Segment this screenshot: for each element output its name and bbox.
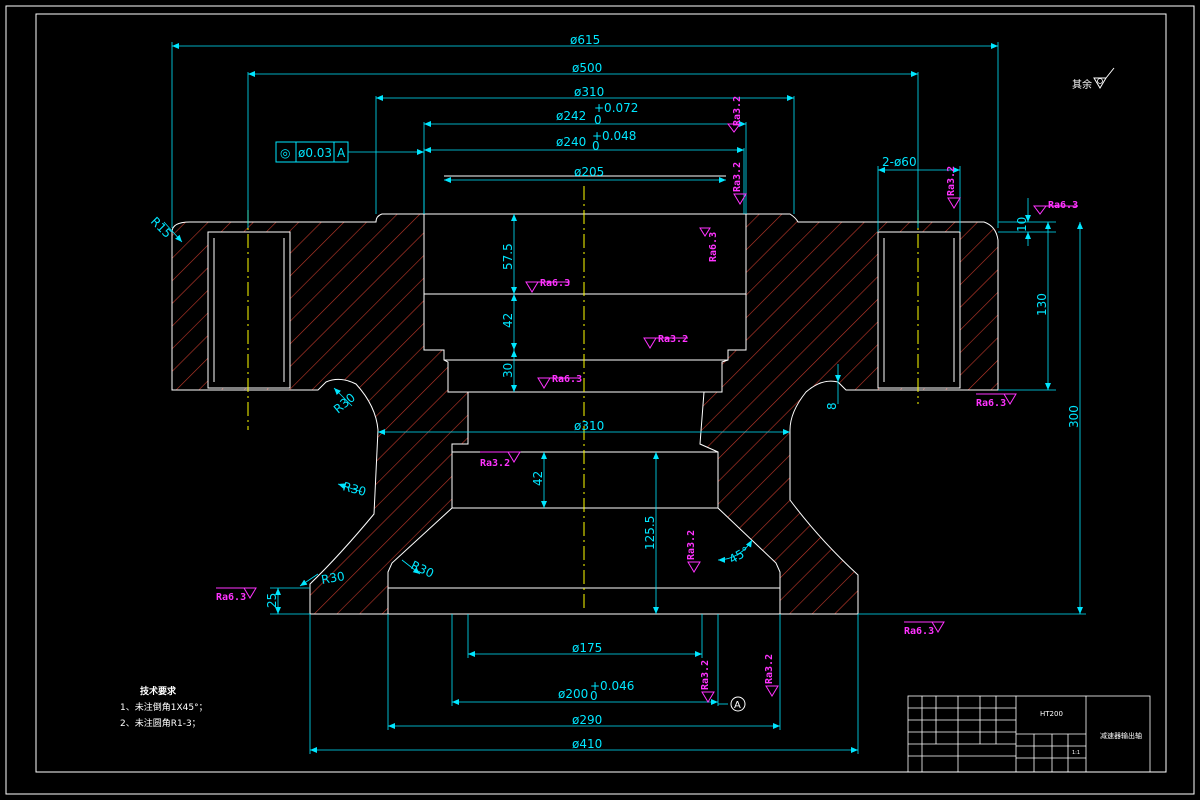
dim-r30-b: R30 [341, 479, 367, 499]
tech-req-title: 技术要求 [140, 685, 177, 697]
outer-frame [5, 5, 1195, 795]
left-bolt-hole [207, 231, 291, 389]
roughness-ra63-vert: Ra6.3 [708, 232, 719, 262]
technical-requirements: 技术要求 1、未注倒角1X45°； 2、未注圆角R1-3； [120, 685, 208, 729]
datum-a-symbol: A [730, 696, 746, 712]
dimension-lines [163, 42, 1086, 754]
tech-req-item-1: 1、未注倒角1X45°； [120, 701, 208, 713]
roughness-ra32-a: Ra3.2 [732, 96, 743, 126]
dim-d410: ø410 [572, 737, 602, 751]
dim-r15: R15 [148, 214, 175, 241]
title-block-scale: 1:1 [1072, 750, 1080, 756]
dim-d240: ø240 [556, 135, 586, 149]
dim-d615: ø615 [570, 33, 600, 47]
dim-130: 130 [1035, 293, 1049, 316]
dim-r30-d: R30 [409, 558, 436, 581]
dim-25: 25 [265, 593, 279, 608]
part-section [171, 175, 999, 615]
centerlines [247, 186, 919, 612]
dim-d200-tol0: 0 [590, 689, 598, 703]
roughness-ra63-bottom: Ra6.3 [904, 626, 934, 637]
inner-frame [35, 13, 1167, 773]
dim-42-top: 42 [501, 313, 515, 328]
concentricity-symbol: ◎ [280, 146, 290, 160]
dim-d290: ø290 [572, 713, 602, 727]
dim-d500: ø500 [572, 61, 602, 75]
title-block-material: HT200 [1040, 710, 1063, 718]
dim-d310-mid: ø310 [574, 419, 604, 433]
roughness-ra63-left: Ra6.3 [540, 278, 570, 289]
geometric-tolerance-frame: ◎ ø0.03 A [275, 141, 349, 163]
roughness-ra32-bottom-a: Ra3.2 [700, 660, 711, 690]
roughness-symbols: Ra3.2 Ra3.2 Ra3.2 Ra6.3 Ra6.3 Ra6.3 Ra3.… [216, 96, 1078, 703]
dim-angle-45: 45° [727, 544, 752, 567]
roughness-ra63-right: Ra6.3 [976, 398, 1006, 409]
dim-r30-c: R30 [320, 569, 346, 587]
title-block [907, 695, 1151, 773]
roughness-ra32-right-small: Ra3.2 [946, 166, 957, 196]
roughness-ra32-mid: Ra3.2 [658, 334, 688, 345]
roughness-ra32-lower-left: Ra3.2 [480, 458, 510, 469]
dim-10: 10 [1015, 217, 1029, 232]
dim-holes-2-60: 2-ø60 [882, 155, 917, 169]
dim-d310-top: ø310 [574, 85, 604, 99]
roughness-ra63-mid: Ra6.3 [552, 374, 582, 385]
dim-d205: ø205 [574, 165, 604, 179]
dim-d240-tol: +0.048 [592, 129, 636, 143]
dim-d240-tol0: 0 [592, 139, 600, 153]
dim-d242: ø242 [556, 109, 586, 123]
right-bolt-hole [877, 231, 961, 389]
dim-d200: ø200 [558, 687, 588, 701]
dim-d200-tol: +0.046 [590, 679, 634, 693]
dim-d175: ø175 [572, 641, 602, 655]
title-block-name: 减速器输出轴 [1100, 731, 1142, 740]
dim-125-5: 125.5 [643, 516, 657, 550]
roughness-ra32-bottom-b: Ra3.2 [764, 654, 775, 684]
dim-r30-a: R30 [331, 390, 358, 416]
dim-8: 8 [825, 402, 839, 410]
dim-57-5: 57.5 [501, 243, 515, 270]
dim-d242-tol: +0.072 [594, 101, 638, 115]
dim-300: 300 [1067, 405, 1081, 428]
tolerance-value: ø0.03 [298, 146, 332, 160]
dimension-text: ø615 ø500 ø310 ø242 +0.072 0 ø240 +0.048… [148, 33, 1081, 751]
roughness-ra32-lower-vert: Ra3.2 [686, 530, 697, 560]
roughness-ra32-b: Ra3.2 [732, 162, 743, 192]
tech-req-item-2: 2、未注圆角R1-3； [120, 717, 201, 729]
dim-42-mid: 42 [531, 471, 545, 486]
dim-30: 30 [501, 363, 515, 378]
general-roughness-note: 其余 [1072, 67, 1115, 91]
tolerance-datum: A [337, 146, 346, 160]
dim-d242-tol0: 0 [594, 113, 602, 127]
datum-a-label: A [734, 700, 741, 711]
corner-note-text: 其余 [1072, 78, 1092, 91]
roughness-ra63-bottom-left: Ra6.3 [216, 592, 246, 603]
